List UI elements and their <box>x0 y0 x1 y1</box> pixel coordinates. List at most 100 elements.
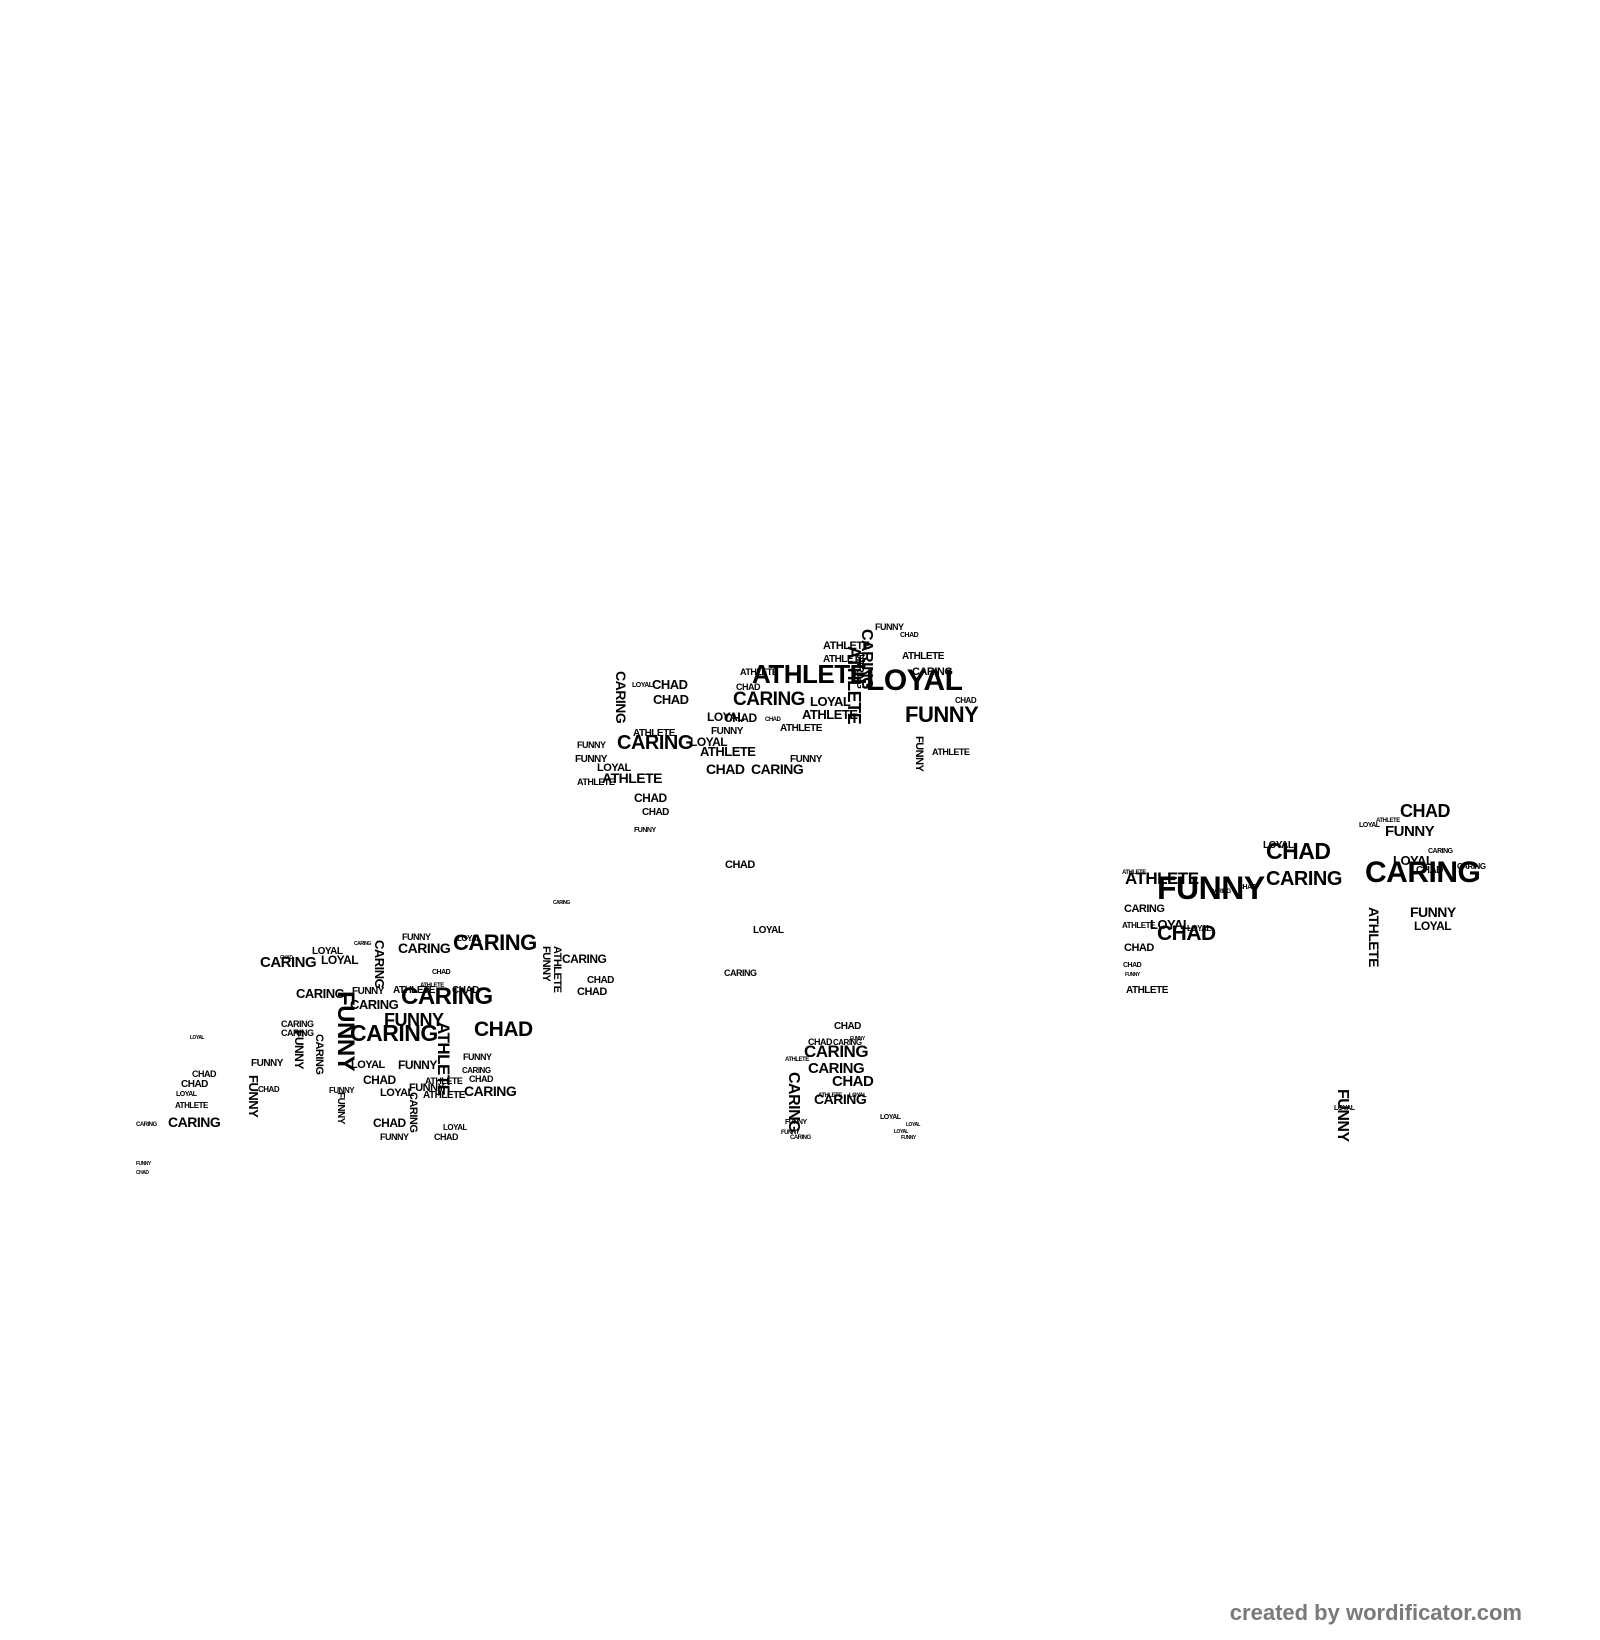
cloud-word-athlete: ATHLETE <box>902 651 944 662</box>
cloud-word-caring: CARING <box>751 760 804 777</box>
cloud-word-loyal: LOYAL <box>597 762 631 775</box>
cloud-word-chad: CHAD <box>642 807 669 818</box>
cloud-word-funny: FUNNY <box>335 1092 346 1124</box>
cloud-word-caring: CARING <box>724 967 757 978</box>
wordificator-credit: created by wordificator.com <box>1229 1600 1522 1625</box>
cloud-word-chad: CHAD <box>724 711 757 726</box>
cloud-word-funny: FUNNY <box>850 1036 865 1042</box>
cloud-word-funny: FUNNY <box>329 1085 355 1095</box>
cloud-word-caring: CARING <box>407 1092 419 1133</box>
cloud-word-caring: CARING <box>168 1113 221 1130</box>
cloud-word-chad: CHAD <box>725 859 755 872</box>
cloud-word-loyal: LOYAL <box>1414 919 1452 934</box>
cloud-word-athlete: ATHLETE <box>175 1100 208 1110</box>
cloud-word-loyal: LOYAL <box>849 1093 867 1100</box>
cloud-word-chad: CHAD <box>832 1073 874 1090</box>
cloud-word-caring: CARING <box>401 982 493 1010</box>
cloud-word-caring: CARING <box>354 941 371 947</box>
cloud-word-loyal: LOYAL <box>753 925 784 936</box>
cloud-word-chad: CHAD <box>577 986 607 999</box>
cloud-word-athlete: ATHLETE <box>802 706 858 722</box>
cloud-word-funny: FUNNY <box>292 1030 306 1070</box>
cloud-word-chad: CHAD <box>706 760 745 777</box>
cloud-word-funny: FUNNY <box>785 1119 807 1127</box>
cloud-word-funny: FUNNY <box>384 1009 444 1030</box>
cloud-word-athlete: ATHLETE <box>823 640 870 653</box>
cloud-word-funny: FUNNY <box>463 1051 492 1062</box>
cloud-word-chad: CHAD <box>653 691 689 707</box>
cloud-word-loyal: LOYAL <box>351 1059 385 1072</box>
cloud-word-chad: CHAD <box>1266 837 1331 864</box>
cloud-word-loyal: LOYAL <box>906 1122 920 1128</box>
cloud-word-chad: CHAD <box>834 1021 861 1032</box>
cloud-word-athlete: ATHLETE <box>551 946 563 993</box>
cloud-word-caring: CARING <box>1457 861 1486 871</box>
cloud-word-funny: FUNNY <box>1157 870 1265 907</box>
cloud-word-chad: CHAD <box>181 1079 208 1090</box>
cloud-word-funny: FUNNY <box>1334 1089 1351 1142</box>
cloud-word-funny: FUNNY <box>634 827 656 835</box>
cloud-word-funny: FUNNY <box>246 1074 261 1117</box>
cloud-word-caring: CARING <box>350 1019 438 1046</box>
cloud-word-caring: CARING <box>260 954 317 971</box>
cloud-word-caring: CARING <box>912 666 953 679</box>
cloud-word-loyal: LOYAL <box>312 946 343 957</box>
cloud-word-caring: CARING <box>296 985 345 1001</box>
cloud-word-funny: FUNNY <box>575 754 607 765</box>
cloud-word-athlete: ATHLETE <box>785 1057 809 1064</box>
cloud-word-loyal: LOYAL <box>894 1129 908 1135</box>
cloud-word-funny: FUNNY <box>790 754 822 765</box>
cloud-word-chad: CHAD <box>634 791 667 806</box>
cloud-word-athlete: ATHLETE <box>823 654 865 665</box>
cloud-word-funny: FUNNY <box>875 621 904 632</box>
cloud-word-caring: CARING <box>453 930 537 956</box>
cloud-word-chad: CHAD <box>452 985 479 996</box>
cloud-word-athlete: ATHLETE <box>602 769 663 786</box>
cloud-word-caring: CARING <box>814 1090 867 1107</box>
cloud-word-caring: CARING <box>833 1037 862 1047</box>
cloud-word-caring: CARING <box>350 996 399 1012</box>
cloud-word-loyal: LOYAL <box>1334 1105 1355 1113</box>
cloud-word-loyal: LOYAL <box>632 682 653 690</box>
cloud-word-loyal: LOYAL <box>1187 923 1211 933</box>
cloud-word-chad: CHAD <box>652 676 688 692</box>
cloud-word-athlete: ATHLETE <box>932 746 970 757</box>
cloud-word-caring: CARING <box>1266 868 1342 890</box>
cloud-word-athlete: ATHLETE <box>420 983 444 990</box>
cloud-word-chad: CHAD <box>1123 962 1142 970</box>
cloud-word-chad: CHAD <box>469 1073 494 1084</box>
cloud-word-chad: CHAD <box>432 969 451 977</box>
cloud-word-loyal: LOYAL <box>176 1091 197 1099</box>
cloud-word-caring: CARING <box>790 1135 811 1142</box>
cloud-word-funny: FUNNY <box>711 726 743 737</box>
cloud-word-loyal: LOYAL <box>1359 822 1380 830</box>
cloud-word-athlete: ATHLETE <box>1126 985 1168 996</box>
cloud-word-chad: CHAD <box>736 681 761 692</box>
cloud-word-loyal: LOYAL <box>1263 840 1294 851</box>
cloud-word-loyal: LOYAL <box>707 710 745 725</box>
cloud-word-caring: CARING <box>613 670 629 724</box>
cloud-word-funny: FUNNY <box>1125 972 1140 978</box>
cloud-word-chad: CHAD <box>955 695 977 705</box>
cloud-word-caring: CARING <box>804 1042 869 1062</box>
cloud-word-chad: CHAD <box>900 632 919 640</box>
cloud-word-caring: CARING <box>1428 848 1453 856</box>
cloud-word-caring: CARING <box>808 1060 865 1077</box>
cloud-word-caring: CARING <box>462 1065 491 1075</box>
cloud-word-loyal: LOYAL <box>1393 852 1434 868</box>
cloud-word-caring: CARING <box>1365 856 1481 889</box>
cloud-word-chad: CHAD <box>192 1068 217 1079</box>
cloud-word-athlete: ATHLETE <box>1366 906 1382 967</box>
cloud-word-athlete: ATHLETE <box>423 1090 465 1101</box>
cloud-word-athlete: ATHLETE <box>752 659 867 690</box>
cloud-word-funny: FUNNY <box>251 1058 283 1069</box>
cloud-word-loyal: LOYAL <box>443 1122 467 1132</box>
cloud-word-loyal: LOYAL <box>457 933 481 943</box>
cloud-word-loyal: LOYAL <box>190 1035 204 1041</box>
cloud-word-loyal: LOYAL <box>866 664 963 697</box>
cloud-word-chad: CHAD <box>474 1018 533 1042</box>
cloud-word-funny: FUNNY <box>380 1131 409 1142</box>
cloud-word-funny: FUNNY <box>1410 903 1456 920</box>
cloud-word-chad: CHAD <box>258 1084 280 1094</box>
